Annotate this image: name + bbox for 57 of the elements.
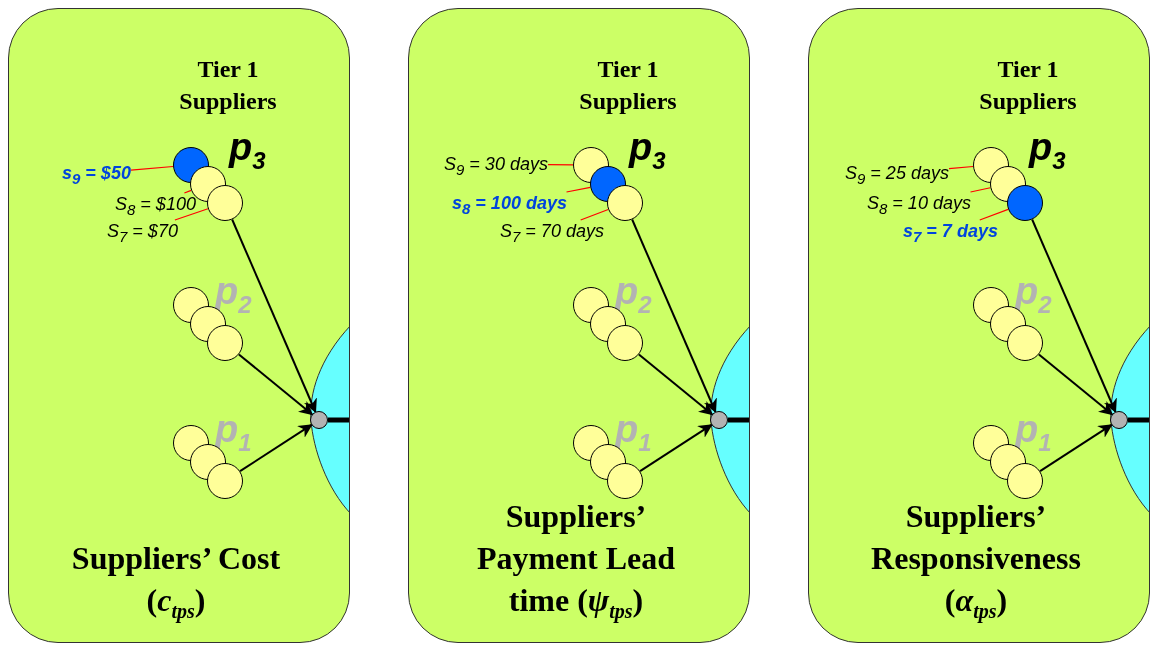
arrow xyxy=(239,423,313,473)
supplier-circle xyxy=(1007,463,1043,499)
panel-title: Suppliers’ Payment Lead time (ψ$_{tps}$) xyxy=(475,496,677,625)
line xyxy=(328,417,349,423)
panel-title: Suppliers’ Responsiveness (α$_{tps}$) xyxy=(870,496,1082,625)
leader-line xyxy=(948,165,974,170)
panel xyxy=(408,8,750,643)
supplier-circle xyxy=(607,325,643,361)
arrow xyxy=(1039,423,1113,473)
group-label: p$_{2}$ xyxy=(615,271,652,320)
group-label: p$_{3}$ xyxy=(629,127,666,176)
arrow xyxy=(631,218,717,414)
panel xyxy=(8,8,350,643)
leader-line xyxy=(183,189,192,194)
supplier-circle xyxy=(207,463,243,499)
panel-title: Suppliers’ Cost (c$_{tps}$) xyxy=(70,538,282,625)
leader-line xyxy=(174,208,209,221)
arrow xyxy=(1031,218,1117,414)
heading: Tier 1 Suppliers xyxy=(578,55,678,116)
arrow xyxy=(237,353,314,416)
leader-line xyxy=(979,208,1009,221)
group-label: p$_{1}$ xyxy=(215,409,252,458)
heading: Tier 1 Suppliers xyxy=(978,55,1078,116)
leader-line xyxy=(130,165,174,171)
arrow xyxy=(1037,353,1114,416)
group-label: p$_{2}$ xyxy=(215,271,252,320)
arrow xyxy=(231,218,317,414)
value-label: S$_{8}$ = 10 days xyxy=(867,192,971,220)
supplier-circle xyxy=(1007,325,1043,361)
group-label: p$_{3}$ xyxy=(229,127,266,176)
arrow xyxy=(637,353,714,416)
value-label: s$_{7}$ = 7 days xyxy=(903,220,998,248)
line xyxy=(728,417,749,423)
supplier-circle xyxy=(607,185,643,221)
value-label: S$_{7}$ = $70 xyxy=(107,220,178,248)
group-label: p$_{3}$ xyxy=(1029,127,1066,176)
leader-line xyxy=(565,186,591,193)
supplier-circle xyxy=(1007,185,1043,221)
value-label: s$_{8}$ = 100 days xyxy=(452,192,567,220)
value-label: S$_{9}$ = 25 days xyxy=(845,162,949,190)
line xyxy=(1128,417,1149,423)
arrow xyxy=(639,423,713,473)
value-label: S$_{7}$ = 70 days xyxy=(500,220,604,248)
panel xyxy=(808,8,1150,643)
supplier-circle xyxy=(607,463,643,499)
leader-line xyxy=(547,163,574,166)
group-label: p$_{1}$ xyxy=(1015,409,1052,458)
heading: Tier 1 Suppliers xyxy=(178,55,278,116)
leader-line xyxy=(969,187,991,193)
group-label: p$_{1}$ xyxy=(615,409,652,458)
group-label: p$_{2}$ xyxy=(1015,271,1052,320)
supplier-circle xyxy=(207,185,243,221)
value-label: S$_{9}$ = 30 days xyxy=(444,153,548,181)
value-label: S$_{8}$ = $100 xyxy=(115,193,196,221)
supplier-circle xyxy=(207,325,243,361)
value-label: s$_{9}$ = $50 xyxy=(62,162,131,190)
leader-line xyxy=(580,208,609,221)
